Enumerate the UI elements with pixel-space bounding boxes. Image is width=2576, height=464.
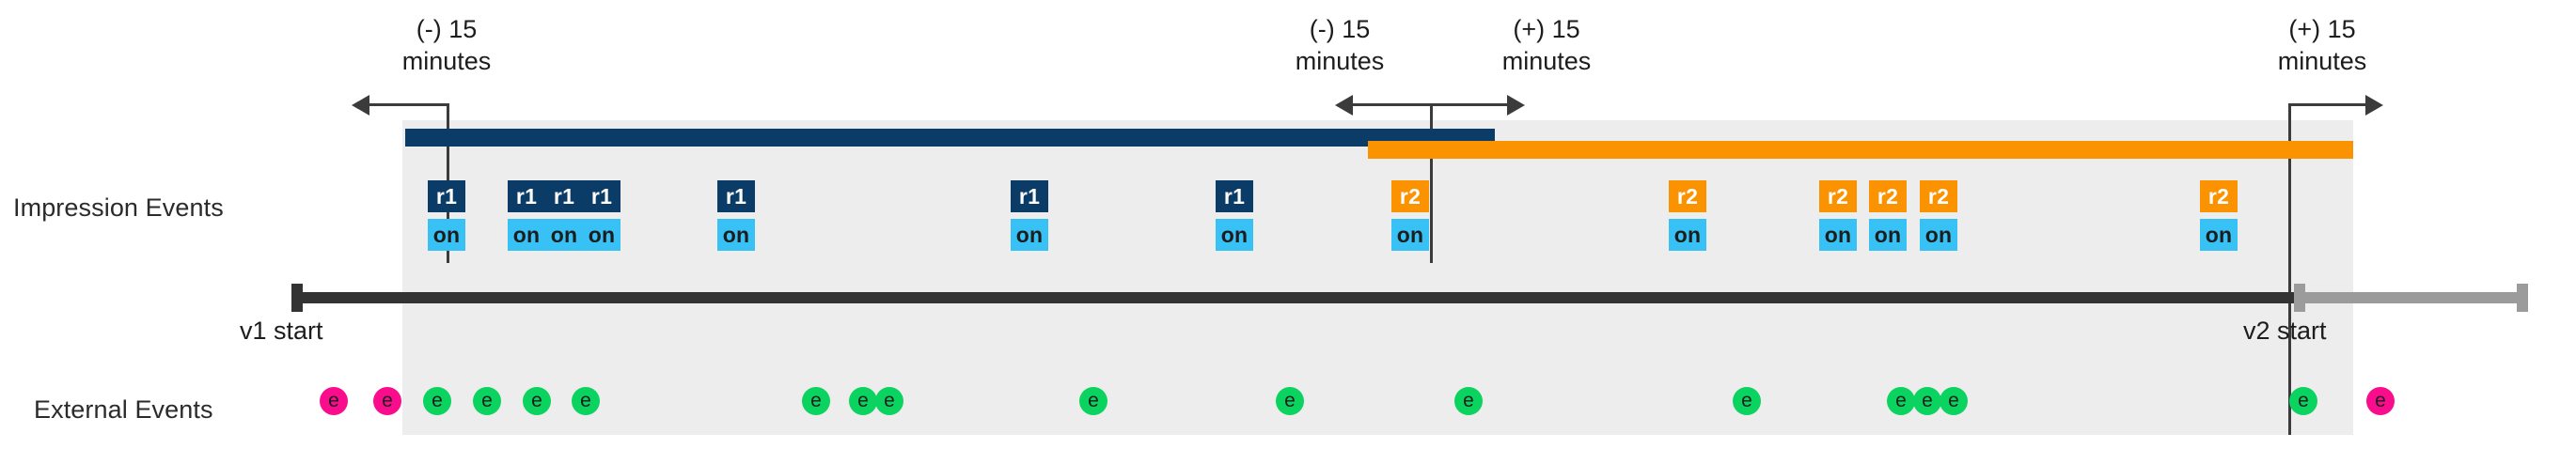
- external-event-dot[interactable]: e: [1079, 387, 1107, 415]
- external-events-row-label: External Events: [34, 395, 213, 424]
- annotation-line-2: minutes: [2277, 47, 2367, 75]
- impression-state-chip[interactable]: on: [1920, 219, 1957, 251]
- external-event-dot[interactable]: e: [1913, 387, 1941, 415]
- impression-rule-chip[interactable]: r1: [1011, 180, 1048, 212]
- axis-segment-v2: [2294, 292, 2528, 303]
- v1-start-label: v1 start: [240, 317, 323, 345]
- external-event-dot[interactable]: e: [1276, 387, 1304, 415]
- external-event-dot[interactable]: e: [473, 387, 501, 415]
- annotation-arrowhead: [352, 95, 369, 116]
- annotation-leader-line: [1430, 103, 1507, 106]
- annotation-stem: [2288, 103, 2291, 435]
- impression-rule-chip[interactable]: r1: [583, 180, 620, 212]
- axis-cap-v2-end: [2517, 284, 2528, 312]
- impression-rule-chip[interactable]: r1: [717, 180, 755, 212]
- external-event-dot[interactable]: e: [1887, 387, 1915, 415]
- v2-start-label: v2 start: [2243, 317, 2327, 345]
- axis-segment-v1: [291, 292, 2300, 303]
- version-bar-v2: [1368, 141, 2353, 159]
- annotation-caption: (-) 15 minutes: [1296, 13, 1385, 77]
- external-event-dot[interactable]: e: [875, 387, 903, 415]
- annotation-leader-line: [369, 103, 447, 106]
- impression-rule-chip[interactable]: r1: [545, 180, 583, 212]
- impression-rule-chip[interactable]: r1: [428, 180, 465, 212]
- annotation-line-2: minutes: [1501, 47, 1592, 75]
- impression-rule-chip[interactable]: r2: [2200, 180, 2238, 212]
- impression-state-chip[interactable]: on: [1869, 219, 1907, 251]
- external-event-dot[interactable]: e: [373, 387, 401, 415]
- impression-state-chip[interactable]: on: [1011, 219, 1048, 251]
- annotation-line-2: minutes: [401, 47, 492, 75]
- annotation-arrowhead: [1507, 95, 1525, 116]
- impression-state-chip[interactable]: on: [1391, 219, 1429, 251]
- impression-rule-chip[interactable]: r2: [1669, 180, 1706, 212]
- external-event-dot[interactable]: e: [1733, 387, 1761, 415]
- annotation-line-1: (-) 15: [416, 15, 478, 43]
- external-event-dot[interactable]: e: [802, 387, 830, 415]
- annotation-stem-shared: [1430, 103, 1433, 263]
- annotation-line-1: (+) 15: [1513, 15, 1580, 43]
- annotation-caption: (+) 15 minutes: [1502, 13, 1592, 77]
- timeline-background-band: [402, 120, 2353, 435]
- external-event-dot[interactable]: e: [423, 387, 451, 415]
- impression-rule-chip[interactable]: r2: [1869, 180, 1907, 212]
- external-event-dot[interactable]: e: [1940, 387, 1968, 415]
- external-event-dot[interactable]: e: [572, 387, 600, 415]
- impression-events-row-label: Impression Events: [13, 193, 224, 222]
- external-event-dot[interactable]: e: [849, 387, 877, 415]
- impression-rule-chip[interactable]: r1: [1216, 180, 1253, 212]
- external-event-dot[interactable]: e: [1454, 387, 1483, 415]
- annotation-line-1: (+) 15: [2288, 15, 2356, 43]
- external-event-dot[interactable]: e: [320, 387, 348, 415]
- annotation-arrowhead: [2365, 95, 2383, 116]
- annotation-line-2: minutes: [1295, 47, 1385, 75]
- annotation-arrowhead: [1335, 95, 1353, 116]
- impression-rule-chip[interactable]: r2: [1391, 180, 1429, 212]
- annotation-leader-line: [1353, 103, 1430, 106]
- impression-state-chip[interactable]: on: [717, 219, 755, 251]
- version-bar-v1: [405, 129, 1495, 147]
- impression-state-chip[interactable]: on: [2200, 219, 2238, 251]
- external-event-dot[interactable]: e: [2366, 387, 2395, 415]
- axis-cap-v1-start: [291, 284, 303, 312]
- impression-state-chip[interactable]: on: [583, 219, 620, 251]
- impression-state-chip[interactable]: on: [545, 219, 583, 251]
- annotation-caption: (-) 15 minutes: [402, 13, 492, 77]
- annotation-leader-line: [2288, 103, 2365, 106]
- impression-rule-chip[interactable]: r2: [1819, 180, 1857, 212]
- external-event-dot[interactable]: e: [523, 387, 551, 415]
- impression-state-chip[interactable]: on: [1819, 219, 1857, 251]
- annotation-caption: (+) 15 minutes: [2278, 13, 2367, 77]
- annotation-line-1: (-) 15: [1309, 15, 1371, 43]
- impression-state-chip[interactable]: on: [1669, 219, 1706, 251]
- impression-state-chip[interactable]: on: [508, 219, 545, 251]
- external-event-dot[interactable]: e: [2289, 387, 2317, 415]
- impression-rule-chip[interactable]: r2: [1920, 180, 1957, 212]
- impression-state-chip[interactable]: on: [1216, 219, 1253, 251]
- impression-rule-chip[interactable]: r1: [508, 180, 545, 212]
- impression-state-chip[interactable]: on: [428, 219, 465, 251]
- axis-cap-v2-start: [2294, 284, 2305, 312]
